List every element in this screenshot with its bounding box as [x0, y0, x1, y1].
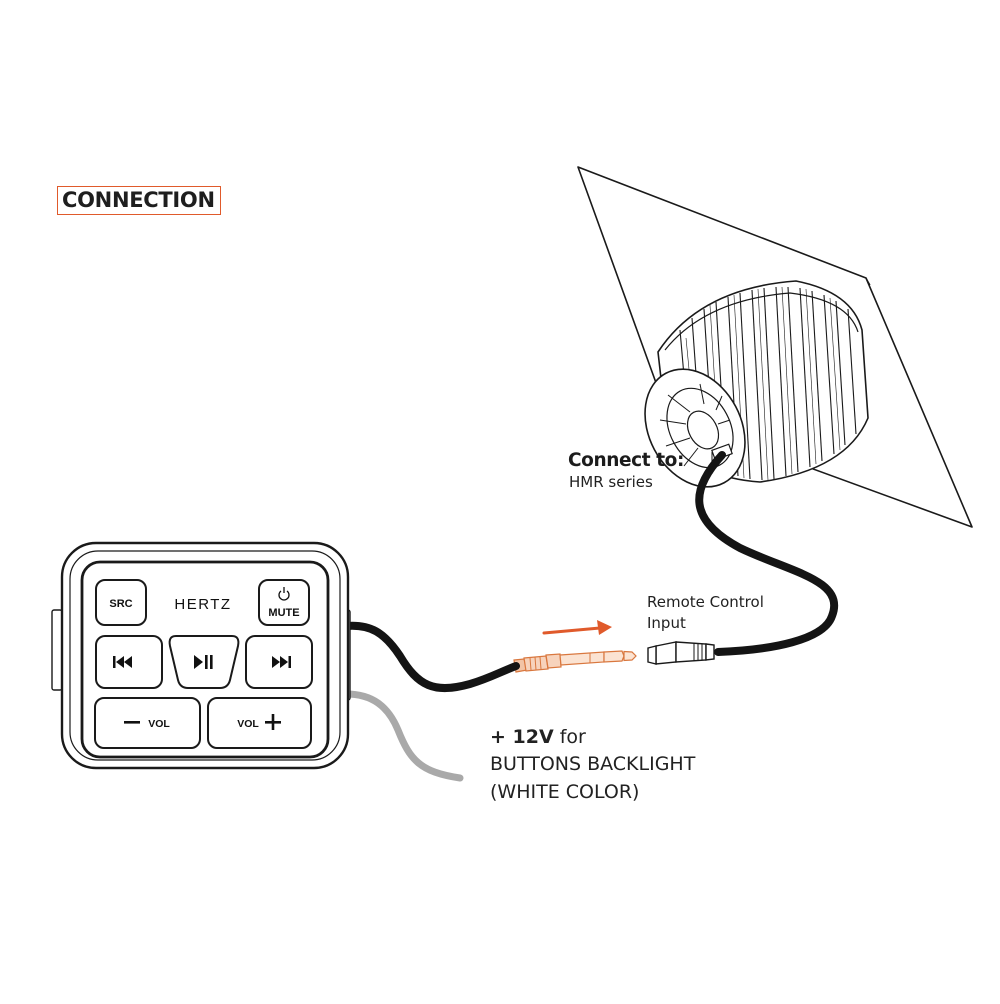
- play-pause-icon: [194, 655, 213, 669]
- remote-cable: [342, 621, 520, 693]
- play-pause-button[interactable]: [168, 635, 240, 689]
- previous-icon: [113, 656, 132, 668]
- backlight-wire: [342, 690, 464, 782]
- src-button[interactable]: SRC: [95, 579, 147, 626]
- volume-down-button[interactable]: VOL: [94, 697, 201, 749]
- amp-cable: [695, 451, 839, 656]
- src-label: SRC: [109, 598, 132, 610]
- backlight-note-line2: BUTTONS BACKLIGHT: [490, 753, 696, 775]
- male-plug: [513, 650, 637, 673]
- power-icon: [278, 587, 290, 601]
- remote-input-jack: [647, 641, 715, 665]
- next-track-button[interactable]: [245, 635, 313, 689]
- mute-label: MUTE: [268, 607, 299, 619]
- section-title: CONNECTION: [57, 186, 221, 216]
- backlight-note-line1: + 12V for: [490, 726, 586, 749]
- minus-icon: [124, 721, 140, 724]
- plus-icon: [265, 714, 281, 730]
- connect-to-heading: Connect to:: [568, 450, 684, 471]
- hertz-logo: HERTZ: [174, 596, 231, 613]
- remote-input-label-line1: Remote Control: [647, 593, 764, 611]
- mute-button[interactable]: MUTE: [258, 579, 310, 626]
- backlight-note-line3: (WHITE COLOR): [490, 781, 640, 803]
- volume-up-button[interactable]: VOL: [207, 697, 312, 749]
- backlight-voltage: + 12V: [490, 726, 554, 748]
- connect-to-target: HMR series: [569, 473, 653, 491]
- next-icon: [272, 656, 291, 668]
- insertion-arrow: [542, 620, 612, 635]
- backlight-for: for: [559, 726, 586, 748]
- previous-track-button[interactable]: [95, 635, 163, 689]
- vol-plus-label: VOL: [237, 718, 259, 730]
- remote-input-label-line2: Input: [647, 614, 686, 632]
- vol-minus-label: VOL: [148, 718, 170, 730]
